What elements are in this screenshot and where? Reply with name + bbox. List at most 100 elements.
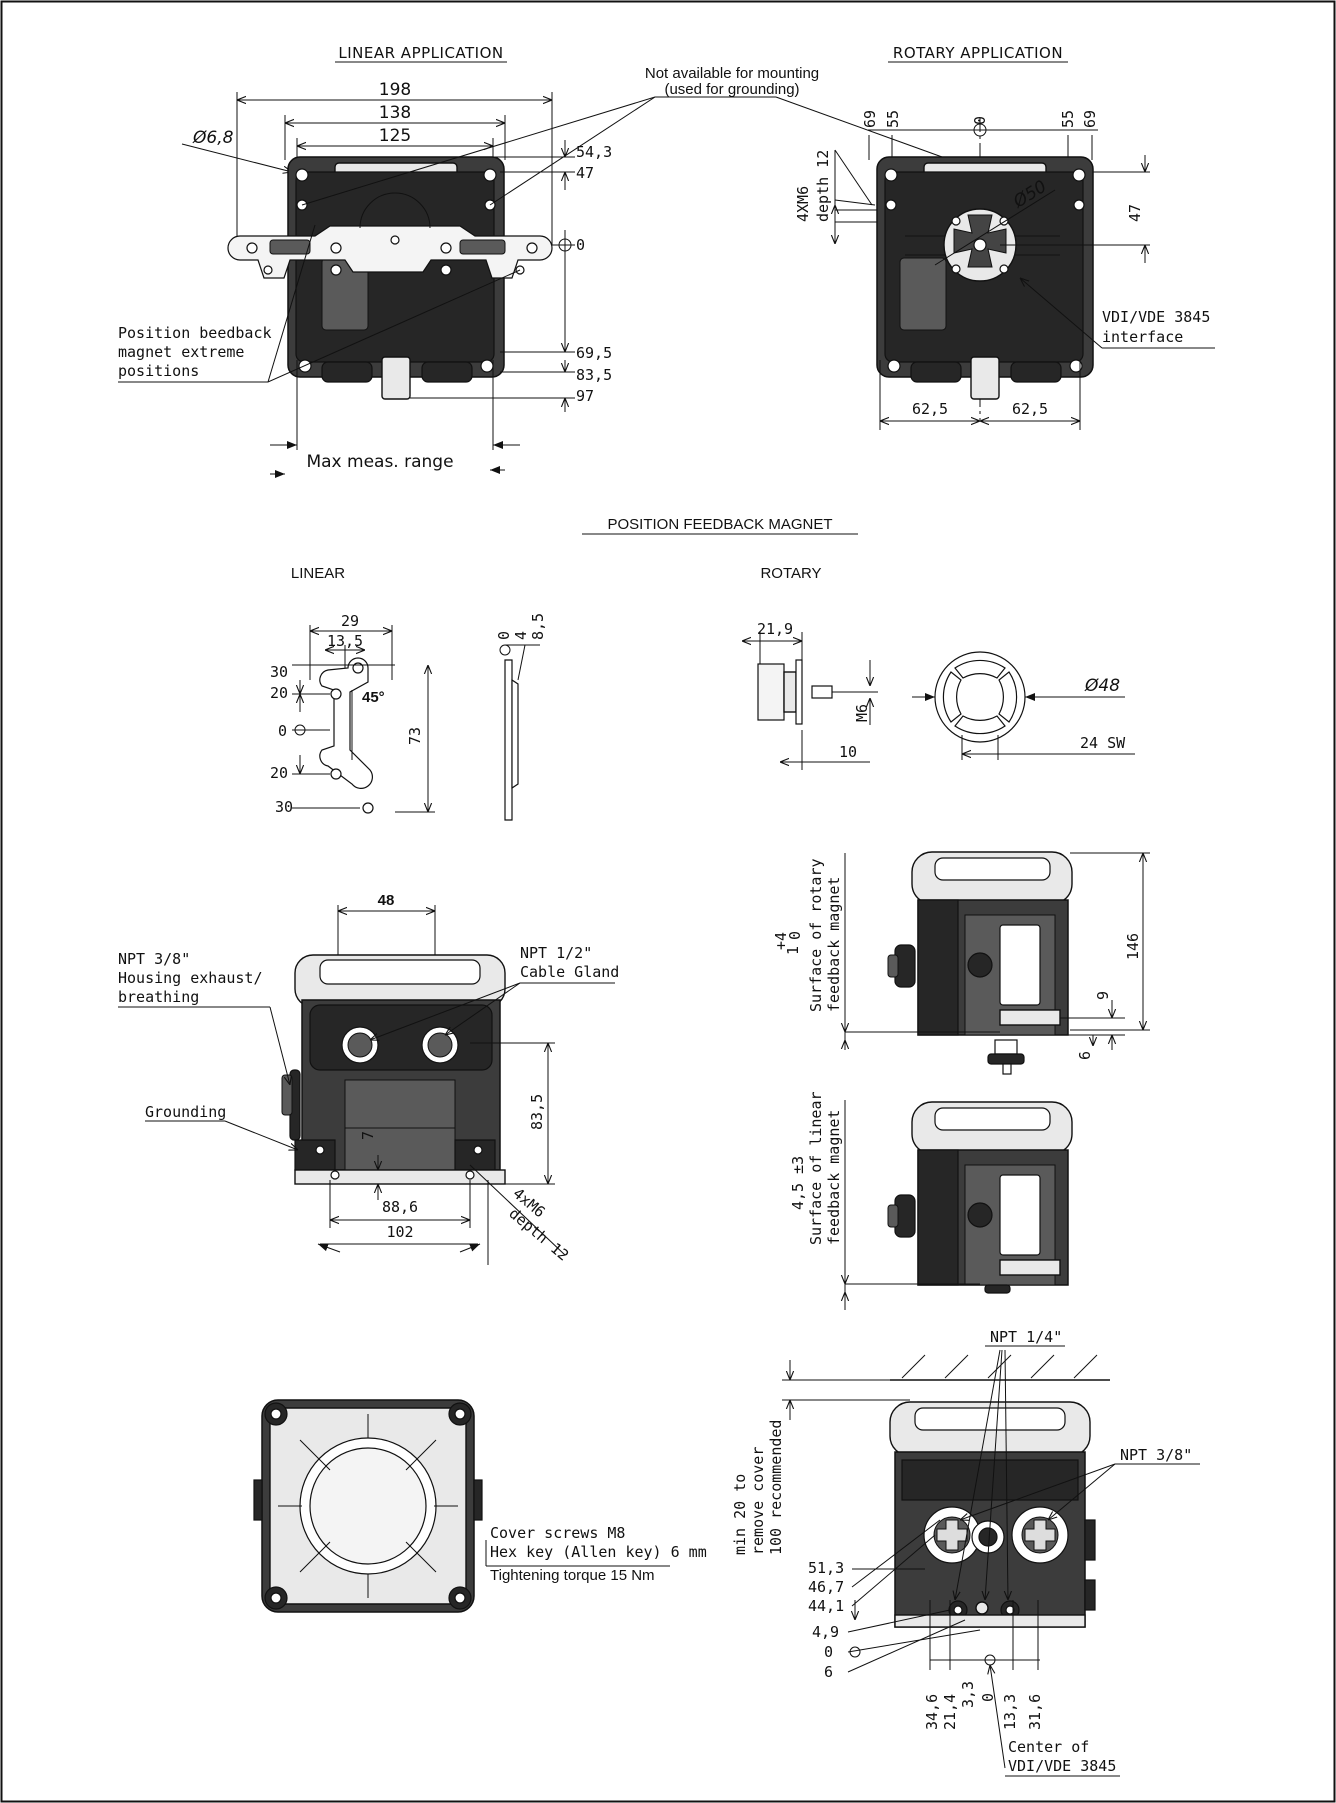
linear-magnet-label: LINEAR: [291, 565, 345, 582]
dim-bottom-34-6: 34,6: [923, 1694, 941, 1730]
exhaust-note-1: NPT 3/8": [118, 950, 190, 968]
dim-97: 97: [576, 387, 594, 405]
rotary-magnet-label: ROTARY: [760, 565, 821, 582]
linear-application-view: LINEAR APPLICATION 198 138 125 Ø6,8: [118, 44, 612, 478]
dim-side-8-5: 8,5: [529, 613, 547, 640]
dim-125: 125: [379, 126, 411, 146]
dim-hole-diameter: Ø6,8: [192, 128, 234, 148]
side-view-rotary: 1 +4 0 Surface of rotary feedback magnet…: [772, 851, 1150, 1075]
vdi-interface-note-2: interface: [1102, 328, 1183, 346]
front-view: 48 NPT 3/8" Housing exhaust/ breathing N…: [118, 892, 619, 1265]
dim-bottom-44-1: 44,1: [808, 1597, 844, 1615]
max-meas-range-label: Max meas. range: [306, 452, 453, 472]
top-view-note-3: Tightening torque 15 Nm: [490, 1567, 655, 1584]
dim-62-5-right: 62,5: [1012, 400, 1048, 418]
grounding-note-line-1: Not available for mounting: [645, 65, 819, 82]
dim-69-5: 69,5: [576, 344, 612, 362]
magnet-angle-label: 45°: [362, 689, 385, 706]
linear-application-title: LINEAR APPLICATION: [338, 44, 503, 62]
linear-tolerance: 4,5 ±3: [789, 1156, 807, 1210]
npt-38-label: NPT 3/8": [1120, 1446, 1192, 1464]
dim-54-3: 54,3: [576, 143, 612, 161]
magnet-note-line-2: magnet extreme: [118, 343, 244, 361]
rotary-thread-note-1: 4XM6: [794, 186, 812, 222]
top-view-note-1: Cover screws M8: [490, 1524, 625, 1542]
exhaust-note-3: breathing: [118, 988, 199, 1006]
rotary-application-title: ROTARY APPLICATION: [893, 44, 1063, 62]
center-note-2: VDI/VDE 3845: [1008, 1757, 1116, 1775]
dim-magnet-left-0: 0: [278, 722, 287, 740]
dim-front-83-5: 83,5: [528, 1094, 546, 1130]
dim-magnet-left-20-top: 20: [270, 684, 288, 702]
dim-bottom-zero: 0: [824, 1643, 833, 1661]
clearance-note-1: min 20 to: [731, 1474, 749, 1555]
rotary-surface-note-2: feedback magnet: [825, 877, 843, 1012]
linear-magnet-drawing: 29 13,5 45° 30 20 0 20 30 73 0 4: [270, 612, 547, 821]
dim-magnet-29: 29: [341, 612, 359, 630]
dim-bottom-46-7: 46,7: [808, 1578, 844, 1596]
rotary-tolerance-up: +4: [772, 932, 790, 950]
dim-side-6: 6: [1076, 1051, 1094, 1060]
dim-top-55-left: 55: [884, 110, 902, 128]
rotary-tolerance-low: 0: [786, 931, 804, 940]
dim-magnet-13-5: 13,5: [327, 632, 363, 650]
exhaust-note-2: Housing exhaust/: [118, 969, 263, 987]
dim-top-69-left: 69: [861, 110, 879, 128]
feedback-magnet-section: POSITION FEEDBACK MAGNET LINEAR ROTARY: [291, 516, 858, 582]
dim-magnet-left-20-bottom: 20: [270, 764, 288, 782]
top-view: Cover screws M8 Hex key (Allen key) 6 mm…: [253, 1399, 707, 1613]
side-view-linear: 4,5 ±3 Surface of linear feedback magnet: [789, 1091, 1073, 1310]
dim-bottom-6: 6: [824, 1663, 833, 1681]
dim-138: 138: [379, 103, 411, 123]
gland-note-2: Cable Gland: [520, 963, 619, 981]
rotary-magnet-stub: 10: [839, 743, 857, 761]
dim-front-102: 102: [386, 1223, 413, 1241]
linear-surface-note-2: feedback magnet: [825, 1110, 843, 1245]
dim-bottom-13-3: 13,3: [1001, 1694, 1019, 1730]
rotary-application-view: ROTARY APPLICATION 69 55 0 55 69 4XM6 de…: [794, 44, 1215, 430]
rotary-magnet-wrench: 24 SW: [1080, 734, 1126, 752]
feedback-magnet-title: POSITION FEEDBACK MAGNET: [607, 516, 832, 533]
rotary-thread-note-2: depth 12: [814, 150, 832, 222]
dim-front-7: 7: [359, 1131, 377, 1140]
dim-62-5-left: 62,5: [912, 400, 948, 418]
dim-front-48: 48: [378, 892, 395, 909]
dim-rotary-magnet-width: 21,9: [757, 620, 793, 638]
dim-top-55-right: 55: [1059, 110, 1077, 128]
dim-bottom-31-6: 31,6: [1026, 1694, 1044, 1730]
magnet-note-line-1: Position beedback: [118, 324, 272, 342]
rotary-magnet-thread: M6: [853, 704, 871, 722]
grounding-note-line-2: (used for grounding): [664, 81, 799, 98]
gland-note-1: NPT 1/2": [520, 944, 592, 962]
grounding-label: Grounding: [145, 1103, 226, 1121]
vdi-interface-note-1: VDI/VDE 3845: [1102, 308, 1210, 326]
dim-bottom-21-4: 21,4: [941, 1694, 959, 1730]
clearance-note-3: 100 recommended: [767, 1420, 785, 1555]
dim-bottom-51-3: 51,3: [808, 1559, 844, 1577]
linear-surface-note-1: Surface of linear: [807, 1091, 825, 1245]
dim-side-146: 146: [1124, 933, 1142, 960]
center-note-1: Center of: [1008, 1738, 1089, 1756]
dim-rotary-47: 47: [1126, 204, 1144, 222]
dim-side-4: 4: [512, 631, 530, 640]
dim-magnet-left-30-top: 30: [270, 663, 288, 681]
npt-quarter-label: NPT 1/4": [990, 1328, 1062, 1346]
dim-bottom-0: 0: [979, 1693, 997, 1702]
top-view-note-2: Hex key (Allen key) 6 mm: [490, 1543, 707, 1561]
dim-side-9: 9: [1094, 991, 1112, 1000]
rotary-tolerance: 1: [784, 946, 802, 955]
dim-bottom-3-3: 3,3: [959, 1681, 977, 1708]
dim-zero: 0: [576, 236, 585, 254]
dim-47: 47: [576, 164, 594, 182]
dim-198: 198: [379, 80, 411, 100]
bottom-view: NPT 1/4" min 20 to remove cover 100 reco…: [731, 1328, 1200, 1777]
dim-magnet-73: 73: [406, 727, 424, 745]
rotary-magnet-diameter: Ø48: [1084, 676, 1120, 696]
dim-83-5: 83,5: [576, 366, 612, 384]
dim-front-88-6: 88,6: [382, 1198, 418, 1216]
dim-side-0: 0: [495, 631, 513, 640]
clearance-note-2: remove cover: [749, 1447, 767, 1555]
rotary-magnet-drawing: 21,9 M6 10 Ø48 24 SW: [742, 620, 1135, 770]
